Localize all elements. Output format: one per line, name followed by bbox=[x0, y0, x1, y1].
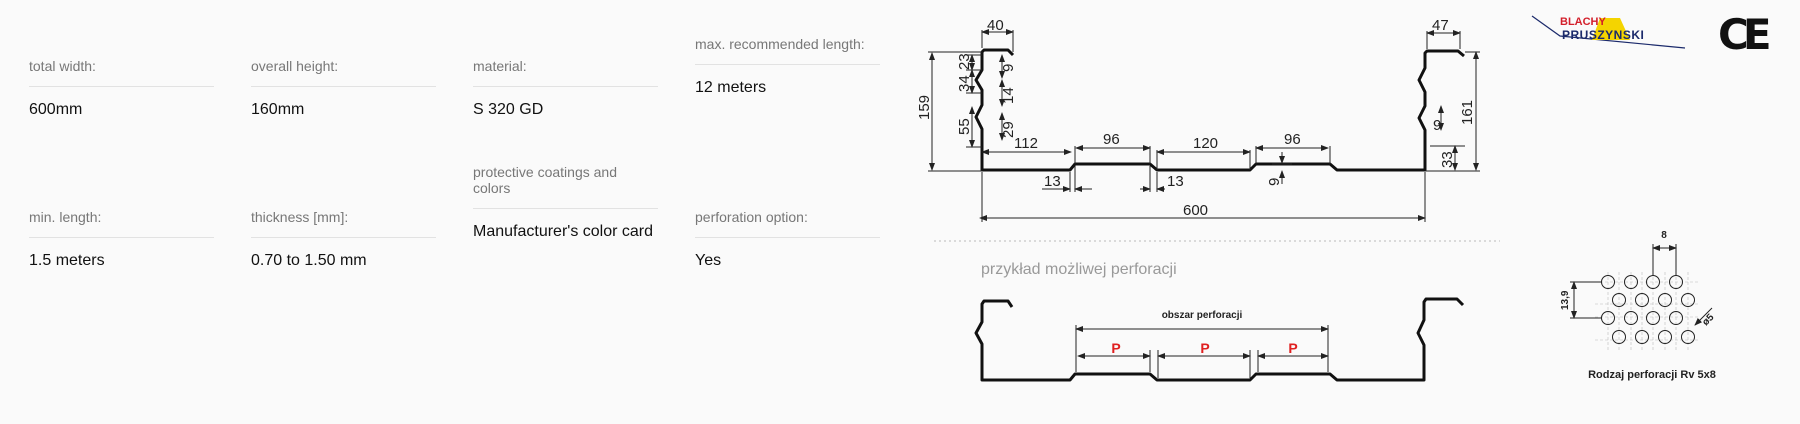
hole-spacing-label: 8 bbox=[1661, 230, 1667, 241]
dim-label: 96 bbox=[1284, 131, 1301, 148]
p-label: P bbox=[1288, 340, 1297, 356]
spec-value: S 320 GD bbox=[473, 101, 544, 118]
dim-label: 600 bbox=[1183, 202, 1208, 219]
spec-value: 160mm bbox=[251, 101, 305, 118]
logo-line1: BLACHY bbox=[1560, 16, 1606, 28]
spec-label: perforation option: bbox=[695, 209, 880, 238]
perforation-area-label: obszar perforacji bbox=[1162, 310, 1243, 321]
dim-label: 9 bbox=[1433, 117, 1441, 134]
perforation-type-label: Rodzaj perforacji Rv 5x8 bbox=[1588, 369, 1716, 381]
spec-value: 0.70 to 1.50 mm bbox=[251, 252, 367, 269]
dim-label: 33 bbox=[1439, 151, 1456, 168]
spec-label: material: bbox=[473, 58, 658, 87]
dim-label: 9 bbox=[1000, 64, 1017, 72]
dim-label: 96 bbox=[1103, 131, 1120, 148]
brand-logo: BLACHY PRUSZYNSKI bbox=[1530, 14, 1690, 50]
spec-thickness: thickness [mm]: 0.70 to 1.50 mm bbox=[251, 209, 436, 270]
p-label: P bbox=[1200, 340, 1209, 356]
perforation-dimension-lines bbox=[1075, 325, 1329, 378]
p-label: P bbox=[1111, 340, 1120, 356]
hole-diameter-label: ø5 bbox=[1700, 312, 1716, 328]
dim-label: 159 bbox=[916, 95, 933, 120]
spec-label: thickness [mm]: bbox=[251, 209, 436, 238]
dim-label: 34 bbox=[956, 75, 973, 92]
profile-outline bbox=[974, 48, 1465, 172]
row-spacing-label: 13,9 bbox=[1560, 290, 1571, 310]
dim-label: 112 bbox=[1014, 135, 1038, 152]
spec-overall-height: overall height: 160mm bbox=[251, 58, 436, 119]
dimension-labels: 40 47 159 161 34 23 9 14 55 29 112 96 12… bbox=[916, 17, 1476, 219]
dim-label: 40 bbox=[987, 17, 1004, 34]
dim-label: 47 bbox=[1432, 17, 1449, 34]
ce-mark: CE bbox=[1718, 10, 1771, 59]
spec-label: overall height: bbox=[251, 58, 436, 87]
spec-label: protective coatings and colors bbox=[473, 164, 658, 209]
spec-label: total width: bbox=[29, 58, 214, 87]
dim-label: 29 bbox=[1000, 121, 1017, 138]
dim-label: 23 bbox=[956, 53, 973, 70]
spec-coatings: protective coatings and colors Manufactu… bbox=[473, 164, 658, 241]
dim-label: 14 bbox=[1000, 87, 1017, 104]
hole-pattern: 8 13,9 ø5 Rodzaj perforacji Rv 5x8 bbox=[1560, 230, 1717, 381]
logo-line2: PRUSZYNSKI bbox=[1562, 28, 1645, 42]
logo-swoosh-icon bbox=[1531, 15, 1686, 49]
spec-label: min. length: bbox=[29, 209, 214, 238]
spec-value: 600mm bbox=[29, 101, 83, 118]
spec-value: Manufacturer's color card bbox=[473, 223, 654, 240]
dim-label: 161 bbox=[1459, 100, 1476, 125]
dim-label: 55 bbox=[956, 118, 973, 135]
spec-value: 12 meters bbox=[695, 79, 767, 96]
perforation-profile-outline bbox=[974, 297, 1465, 382]
spec-total-width: total width: 600mm bbox=[29, 58, 214, 119]
spec-label: max. recommended length: bbox=[695, 36, 880, 65]
dim-label: 120 bbox=[1193, 135, 1218, 152]
spec-max-length: max. recommended length: 12 meters bbox=[695, 36, 880, 97]
spec-min-length: min. length: 1.5 meters bbox=[29, 209, 214, 270]
spec-value: Yes bbox=[695, 252, 722, 269]
dim-label: 13 bbox=[1167, 173, 1184, 190]
spec-material: material: S 320 GD bbox=[473, 58, 658, 119]
spec-value: 1.5 meters bbox=[29, 252, 105, 269]
perforation-example-title: przykład możliwej perforacji bbox=[981, 261, 1177, 278]
dim-label: 9 bbox=[1266, 178, 1283, 186]
dimension-lines bbox=[928, 29, 1480, 222]
dim-label: 13 bbox=[1044, 173, 1061, 190]
spec-perforation: perforation option: Yes bbox=[695, 209, 880, 270]
